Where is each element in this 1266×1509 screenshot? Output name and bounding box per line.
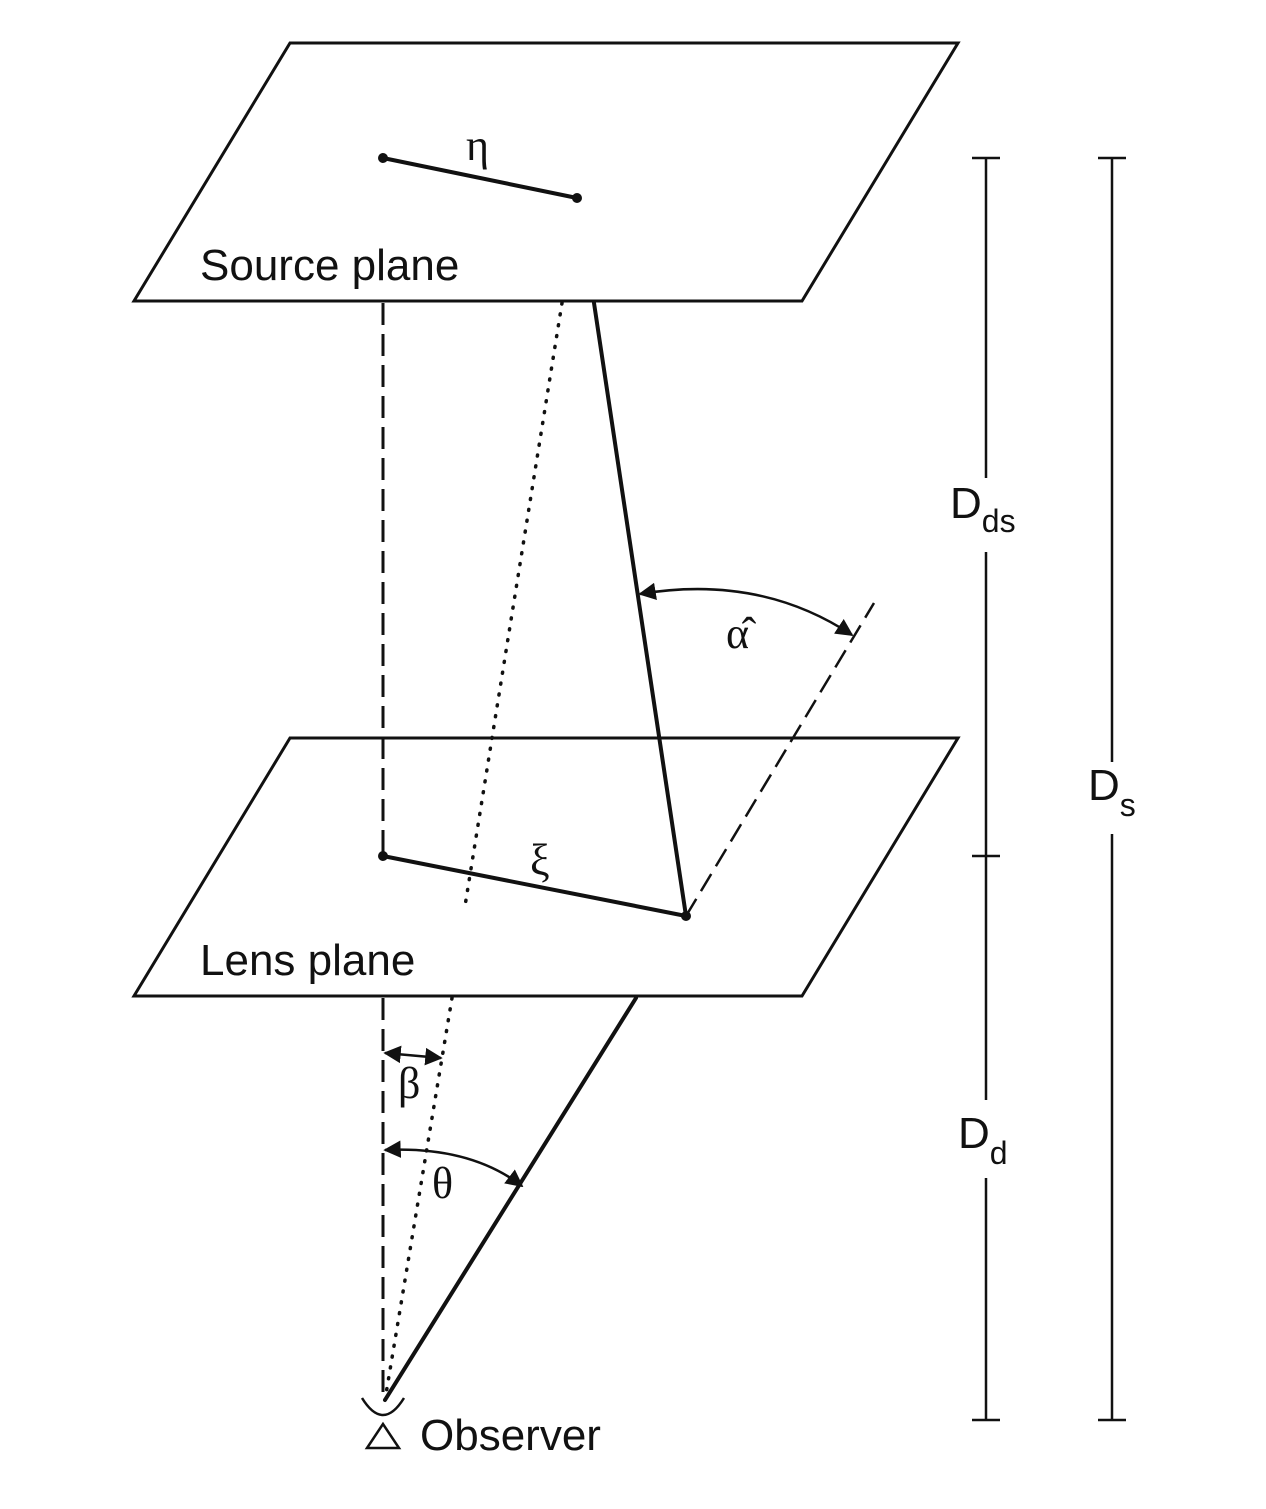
eta-end-point <box>572 193 582 203</box>
beta-angle-arrow <box>383 1045 443 1066</box>
lens-center-point <box>378 851 388 861</box>
beta-label: β <box>398 1059 420 1108</box>
distance-scale-dds-dd <box>972 156 1000 1422</box>
observer-label: Observer <box>420 1411 601 1460</box>
source-plane-label: Source plane <box>200 241 459 290</box>
eta-label: η <box>466 121 489 170</box>
distance-scale-ds <box>1098 156 1126 1422</box>
source-plane <box>131 41 961 303</box>
observer-icon <box>360 1397 406 1450</box>
alpha-hat-angle-arc <box>638 582 854 637</box>
alpha-hat-label: α̂ <box>726 609 756 658</box>
unlensed-direction-upper <box>463 301 564 908</box>
dds-label: Dds <box>950 479 1016 539</box>
ds-label: Ds <box>1088 761 1136 823</box>
light-ray-upper <box>592 301 688 918</box>
xi-segment <box>381 854 688 918</box>
theta-label: θ <box>432 1159 453 1208</box>
lens-plane-label: Lens plane <box>200 936 415 985</box>
dd-label: Dd <box>958 1109 1008 1171</box>
undeflected-continuation <box>684 602 876 917</box>
eta-segment <box>381 156 579 200</box>
theta-angle-arc <box>383 1140 524 1188</box>
eta-start-point <box>378 153 388 163</box>
lens-plane <box>131 736 961 998</box>
light-ray-lower <box>383 996 638 1402</box>
xi-label: ξ <box>530 836 550 885</box>
